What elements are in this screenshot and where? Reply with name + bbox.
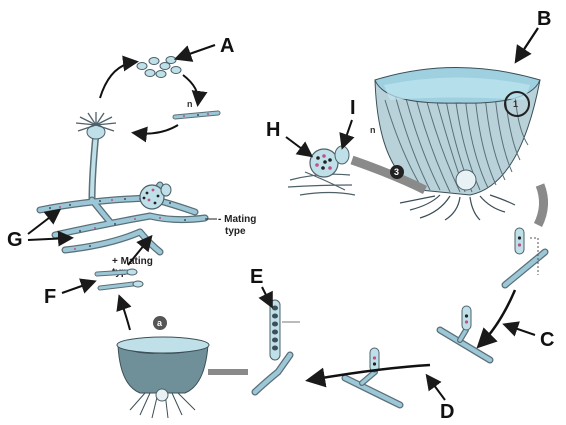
ascus-with-spores <box>255 300 300 392</box>
pointer-H <box>286 137 310 155</box>
young-ascus-D <box>345 348 400 405</box>
label-E: E <box>250 266 263 288</box>
pointer-C <box>506 325 535 335</box>
annot-circle-1: 1 <box>513 99 518 109</box>
annot-plus-mating: + Mating <box>112 256 153 267</box>
large-ascocarp <box>375 68 540 221</box>
annot-n-small: n <box>187 99 193 109</box>
pointer-A <box>178 45 215 58</box>
label-A: A <box>220 35 234 57</box>
label-F: F <box>44 286 56 308</box>
conidiophore <box>76 112 116 200</box>
arrow-ascocarp-to-F <box>120 298 130 330</box>
arrow-C-to-D <box>480 290 515 345</box>
pointer-G-1 <box>28 211 58 234</box>
pointer-D <box>428 377 445 400</box>
annot-minus-type: type <box>225 226 246 237</box>
pointer-E <box>262 287 271 305</box>
label-B: B <box>537 8 551 30</box>
mycelium-network <box>40 185 205 252</box>
dikaryotic-hypha <box>505 228 545 285</box>
label-D: D <box>440 401 454 423</box>
ascospores <box>137 57 181 78</box>
arrow-conidiophore-to-spores <box>100 62 135 98</box>
crozier-C <box>440 306 490 360</box>
germinating-spore <box>175 113 218 117</box>
germinating-ascospores <box>97 269 143 288</box>
annot-circle-3: 3 <box>394 167 399 177</box>
arrow-germling-to-conidiophore <box>135 125 178 134</box>
annot-n-large: n <box>370 125 376 135</box>
label-H: H <box>266 119 280 141</box>
pointer-B <box>517 28 538 60</box>
plasmogamy-H-I <box>288 146 355 195</box>
annot-minus-mating: - Mating <box>218 214 256 225</box>
label-C: C <box>540 329 554 351</box>
pointer-I <box>343 120 352 146</box>
pointer-G-2 <box>28 238 70 240</box>
small-ascocarp <box>117 337 209 418</box>
label-I: I <box>350 97 356 119</box>
label-G: G <box>7 229 23 251</box>
gray-arrow-right-out <box>538 185 544 225</box>
pointer-F <box>62 282 93 293</box>
